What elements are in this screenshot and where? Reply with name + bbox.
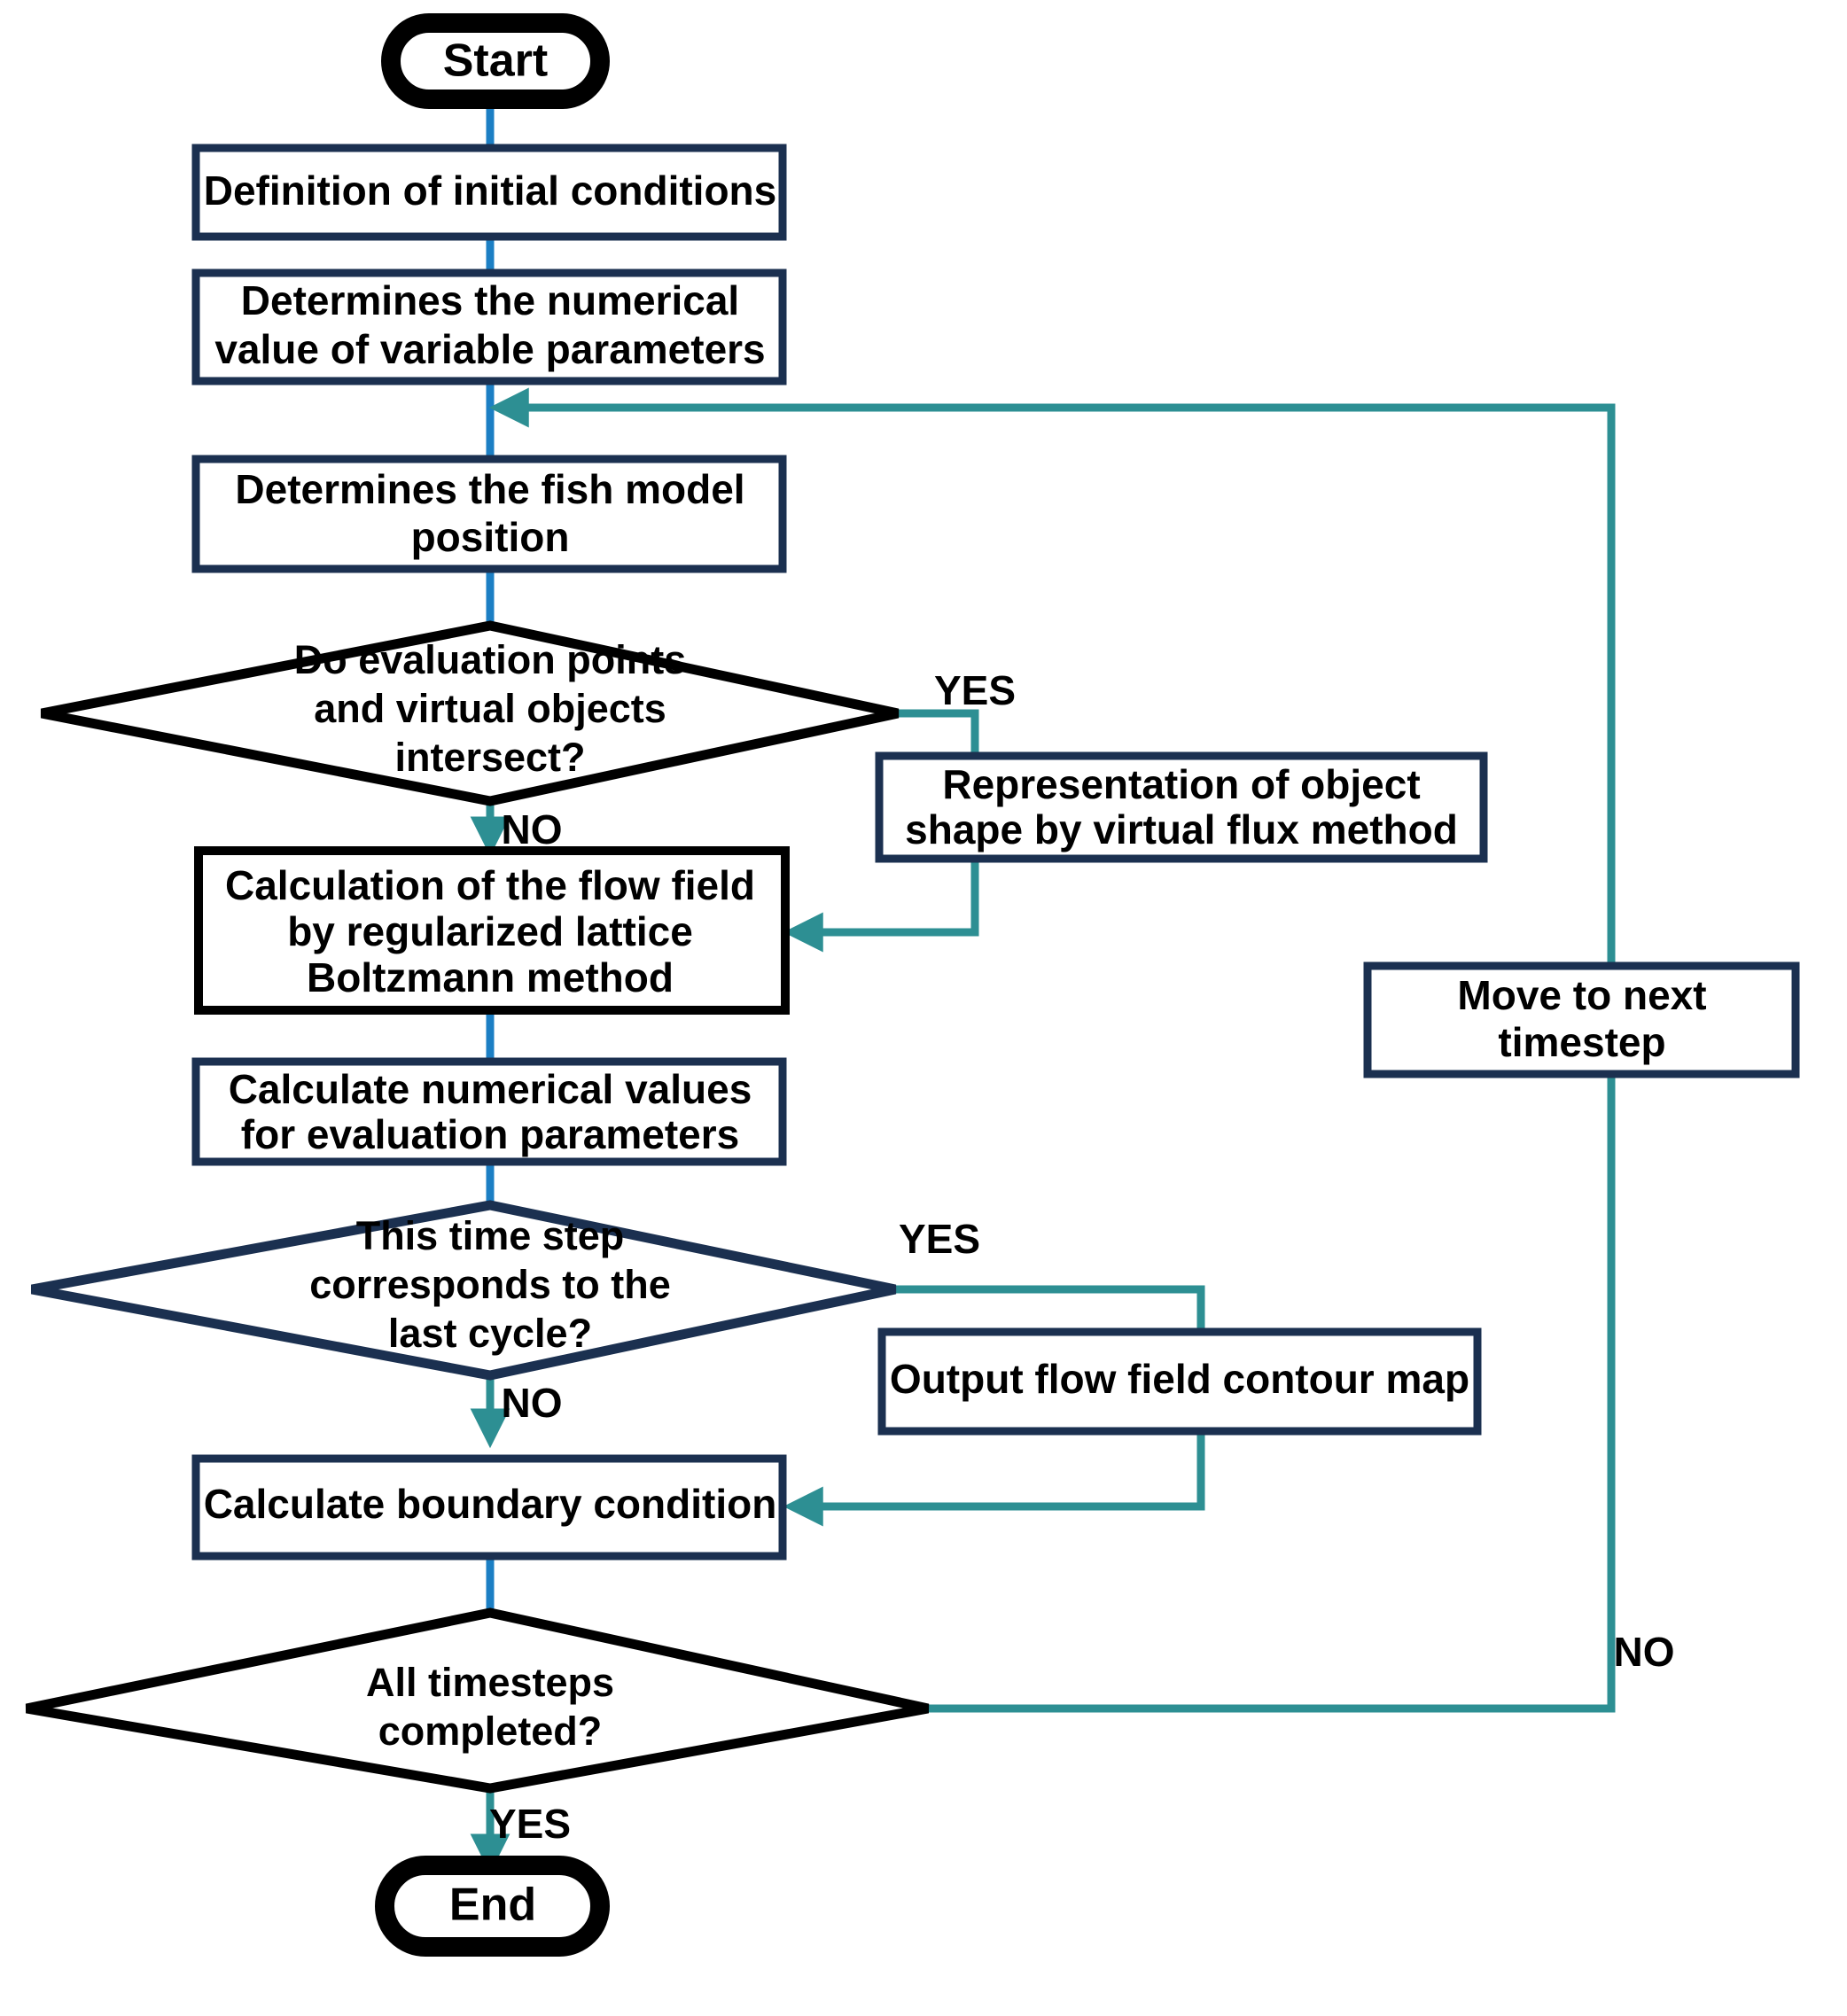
decision-intersect-shape (40, 620, 900, 806)
fish-position-label-line1: Determines the fish model (235, 466, 744, 512)
node-end[interactable]: End (375, 1856, 610, 1957)
connector-last-cycle-yes-to-contour (895, 1285, 1205, 1334)
fish-position-label-line2: position (411, 514, 570, 560)
virtual-flux-line2: shape by virtual flux method (905, 806, 1458, 852)
edge-label-last-cycle-yes: YES (899, 1216, 980, 1262)
boundary-condition-label: Calculate boundary condition (204, 1481, 777, 1527)
decision-all-timesteps-line1: All timesteps (366, 1660, 614, 1705)
decision-last-cycle-line1: This time step (356, 1213, 625, 1258)
virtual-flux-shape (875, 751, 1488, 863)
evaluation-parameters-shape (191, 1057, 787, 1166)
end-label: End (449, 1880, 536, 1931)
flow-field-line3: Boltzmann method (307, 954, 674, 1000)
node-virtual-flux[interactable]: Representation of object shape by virtua… (875, 751, 1488, 863)
numerical-value-shape (191, 269, 787, 385)
start-label: Start (443, 35, 548, 87)
node-numerical-value[interactable]: Determines the numerical value of variab… (191, 269, 787, 385)
initial-conditions-label: Definition of initial conditions (204, 167, 777, 214)
virtual-flux-line1: Representation of object (942, 761, 1420, 807)
decision-intersect-line3: intersect? (394, 735, 585, 780)
edge-label-all-timesteps-no: NO (1614, 1629, 1675, 1675)
connector-contour-to-boundary (783, 1429, 1205, 1527)
edge-label-intersect-no: NO (502, 806, 563, 852)
connector-intersect-yes-to-virtual-flux (898, 709, 979, 758)
boundary-condition-shape (191, 1454, 787, 1561)
connector-virtual-flux-to-flow-field (783, 855, 979, 953)
fish-position-shape (191, 455, 787, 573)
next-timestep-line1: Move to next (1457, 972, 1706, 1018)
edge-label-last-cycle-no: NO (502, 1380, 563, 1426)
numerical-value-label-line1: Determines the numerical (241, 277, 739, 323)
start-terminator-shape (381, 13, 610, 109)
decision-last-cycle-line3: last cycle? (388, 1311, 592, 1356)
decision-all-timesteps-line2: completed? (378, 1709, 603, 1754)
numerical-value-label-line2: value of variable parameters (214, 326, 765, 372)
edge-label-intersect-yes: YES (934, 667, 1016, 713)
flow-field-line2: by regularized lattice (287, 908, 693, 954)
decision-all-timesteps-shape (25, 1607, 930, 1794)
evaluation-parameters-line1: Calculate numerical values (229, 1066, 752, 1112)
node-next-timestep[interactable]: Move to next timestep (1363, 961, 1800, 1078)
contour-map-label: Output flow field contour map (890, 1356, 1469, 1402)
end-terminator-shape (375, 1856, 610, 1957)
decision-intersect-line2: and virtual objects (314, 686, 666, 731)
decision-intersect-line1: Do evaluation points (294, 637, 687, 682)
node-flow-field[interactable]: Calculation of the flow field by regular… (194, 846, 790, 1015)
flow-field-line1: Calculation of the flow field (225, 862, 755, 908)
contour-map-shape (877, 1327, 1482, 1436)
node-decision-all-timesteps[interactable]: All timesteps completed? (25, 1607, 930, 1794)
connector-all-timesteps-no-to-next-timestep (928, 1028, 1616, 1713)
node-initial-conditions[interactable]: Definition of initial conditions (191, 144, 787, 241)
node-contour-map[interactable]: Output flow field contour map (877, 1327, 1482, 1436)
node-decision-intersect[interactable]: Do evaluation points and virtual objects… (40, 620, 900, 806)
edge-label-all-timesteps-yes: YES (489, 1801, 571, 1847)
node-fish-position[interactable]: Determines the fish model position (191, 455, 787, 573)
node-evaluation-parameters[interactable]: Calculate numerical values for evaluatio… (191, 1057, 787, 1166)
next-timestep-line2: timestep (1498, 1019, 1665, 1065)
decision-last-cycle-shape (30, 1200, 897, 1381)
flow-field-shape (194, 846, 790, 1015)
initial-conditions-shape (191, 144, 787, 241)
evaluation-parameters-line2: for evaluation parameters (241, 1111, 739, 1157)
node-start[interactable]: Start (381, 13, 610, 109)
next-timestep-shape (1363, 961, 1800, 1078)
connector-next-timestep-loop-back (488, 387, 1616, 968)
decision-last-cycle-line2: corresponds to the (309, 1262, 671, 1307)
node-boundary-condition[interactable]: Calculate boundary condition (191, 1454, 787, 1561)
node-decision-last-cycle[interactable]: This time step corresponds to the last c… (30, 1200, 897, 1381)
